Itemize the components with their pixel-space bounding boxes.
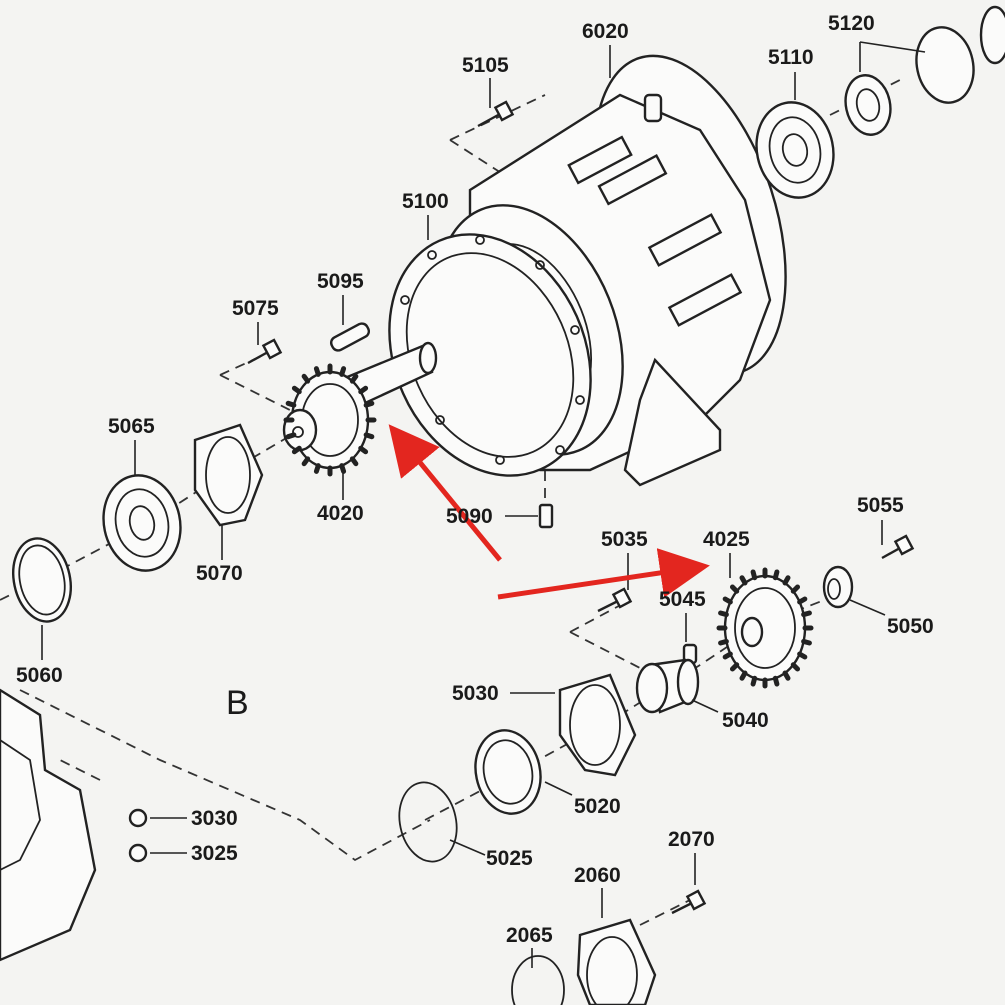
label-5050: 5050 xyxy=(887,615,934,638)
label-5070: 5070 xyxy=(196,562,243,585)
bushing-5040 xyxy=(635,658,700,714)
ring-2065 xyxy=(511,955,565,1005)
label-5100: 5100 xyxy=(402,190,449,213)
bearing-5110 xyxy=(755,101,835,199)
gear-4025 xyxy=(716,567,814,689)
pinion-shaft-4020 xyxy=(282,341,438,477)
leader-lines xyxy=(41,41,926,968)
label-5090: 5090 xyxy=(446,505,493,528)
pin-5095 xyxy=(329,322,371,352)
nut-3025 xyxy=(128,843,148,863)
ring-5060 xyxy=(12,537,72,623)
cover-2060 xyxy=(576,918,657,1005)
seal-5020 xyxy=(474,729,542,815)
label-5020: 5020 xyxy=(574,795,621,818)
nut-3030 xyxy=(128,808,148,828)
label-5120: 5120 xyxy=(828,12,875,35)
bearing-5065 xyxy=(102,474,182,572)
washer-5050 xyxy=(822,565,854,609)
arrow-to-4020 xyxy=(388,424,502,562)
label-4020: 4020 xyxy=(317,502,364,525)
section-label: B xyxy=(226,684,249,722)
bolt-5055 xyxy=(881,534,915,560)
label-5105: 5105 xyxy=(462,54,509,77)
bolt-5105 xyxy=(477,100,515,128)
left-housing-fragment xyxy=(0,688,97,962)
cover-5030 xyxy=(558,673,637,777)
bolt-5035 xyxy=(597,587,633,613)
annotation-arrows xyxy=(388,424,710,600)
label-6020: 6020 xyxy=(582,20,629,43)
label-5030: 5030 xyxy=(452,682,499,705)
label-5065: 5065 xyxy=(108,415,155,438)
arrow-to-4025 xyxy=(497,548,710,600)
label-2060: 2060 xyxy=(574,864,621,887)
label-5110: 5110 xyxy=(768,46,814,69)
plug-5090 xyxy=(538,503,554,529)
label-4025: 4025 xyxy=(703,528,750,551)
label-5045: 5045 xyxy=(659,588,706,611)
label-2065: 2065 xyxy=(506,924,553,947)
label-3030: 3030 xyxy=(191,807,238,830)
label-3025: 3025 xyxy=(191,842,238,865)
label-5035: 5035 xyxy=(601,528,648,551)
label-5025: 5025 xyxy=(486,847,533,870)
label-2070: 2070 xyxy=(668,828,715,851)
label-5060: 5060 xyxy=(16,664,63,687)
label-5095: 5095 xyxy=(317,270,364,293)
label-5040: 5040 xyxy=(722,709,769,732)
label-5055: 5055 xyxy=(857,494,904,517)
cover-5070 xyxy=(193,423,264,527)
oring-5025 xyxy=(398,781,458,863)
seal-cover-5120 xyxy=(844,5,1005,136)
label-5075: 5075 xyxy=(232,297,279,320)
bolt-2070 xyxy=(671,889,707,915)
bolt-5075 xyxy=(247,338,283,365)
part-labels: 6020 5120 5105 5110 5100 5095 5075 5065 … xyxy=(16,12,934,947)
